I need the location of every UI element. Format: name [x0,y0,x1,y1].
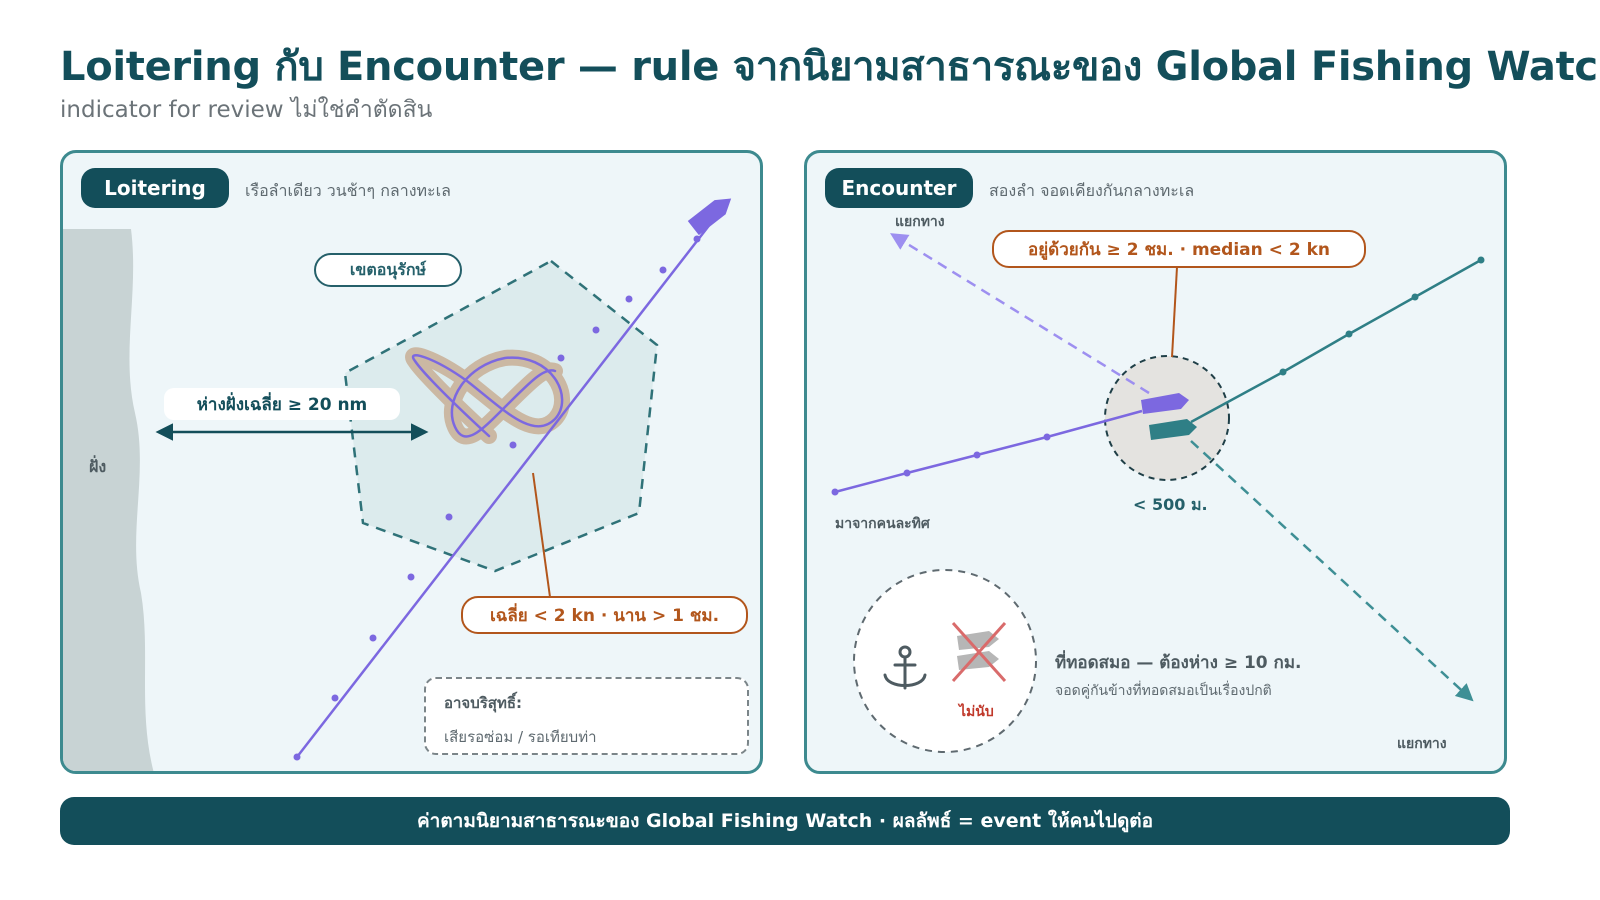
encounter-diagram [831,233,1485,753]
vessel-b-points [1279,256,1485,376]
loitering-panel: Loitering เรือลำเดียว วนช้าๆ กลางทะเล ฝั… [60,150,763,774]
shore-shape [63,229,154,771]
loitering-description: เรือลำเดียว วนช้าๆ กลางทะเล [245,181,451,200]
anchorage-zone [853,569,1037,753]
anchorage-rule-title: ที่ทอดสมอ — ต้องห่าง ≥ 10 กม. [1055,653,1302,673]
protected-zone-label: เขตอนุรักษ์ [314,253,462,287]
from-directions-label: มาจากคนละทิศ [835,516,930,532]
speed-leader-line [532,472,551,598]
speed-duration-label: เฉลี่ย < 2 kn · นาน > 1 ชม. [461,596,748,634]
distance-label: ห่างฝั่งเฉลี่ย ≥ 20 nm [164,388,400,420]
loitering-chip: Loitering [81,168,229,208]
split-label-top: แยกทาง [895,214,945,230]
together-leader-line [1171,266,1178,358]
track-points [293,235,701,761]
shore-label: ฝั่ง [89,457,107,476]
note-title: อาจบริสุทธิ์: [444,694,522,712]
note-body: เสียรอซ่อม / รอเทียบท่า [444,728,597,746]
anchor-icon [883,645,927,690]
vessel-icon [1149,419,1197,440]
vessel-a-points [831,433,1051,496]
crossed-out-vessels-icon [951,621,1007,683]
not-counted-label: ไม่นับ [959,704,994,720]
footer-banner: ค่าตามนิยามสาธารณะของ Global Fishing Wat… [60,797,1510,845]
encounter-chip: Encounter [825,168,973,208]
vessel-icon [687,198,732,236]
vessel-track [296,200,729,758]
page-subtitle: indicator for review ไม่ใช่คำตัดสิน [60,97,433,123]
loitering-diagram [63,198,732,771]
innocent-explanation-note: อาจบริสุทธิ์: เสียรอซ่อม / รอเทียบท่า [424,677,749,755]
anchorage-rule-description: จอดคู่กันข้างที่ทอดสมอเป็นเรื่องปกติ [1055,683,1272,699]
encounter-panel: Encounter สองลำ จอดเคียงกันกลางทะเล แยกท… [804,150,1507,774]
vessel-b-departure [1190,440,1474,702]
vessel-icon [1141,393,1189,414]
together-duration-label: อยู่ด้วยกัน ≥ 2 ชม. · median < 2 kn [992,230,1366,268]
distance-label: < 500 ม. [1133,495,1208,514]
vessel-b-track [1190,258,1482,424]
split-label-bottom: แยกทาง [1397,736,1447,752]
rendezvous-zone [1104,355,1230,481]
encounter-description: สองลำ จอดเคียงกันกลางทะเล [989,181,1195,200]
page-title: Loitering กับ Encounter — rule จากนิยามส… [60,44,1600,90]
loiter-path [411,354,564,438]
vessel-a-track [834,409,1143,494]
